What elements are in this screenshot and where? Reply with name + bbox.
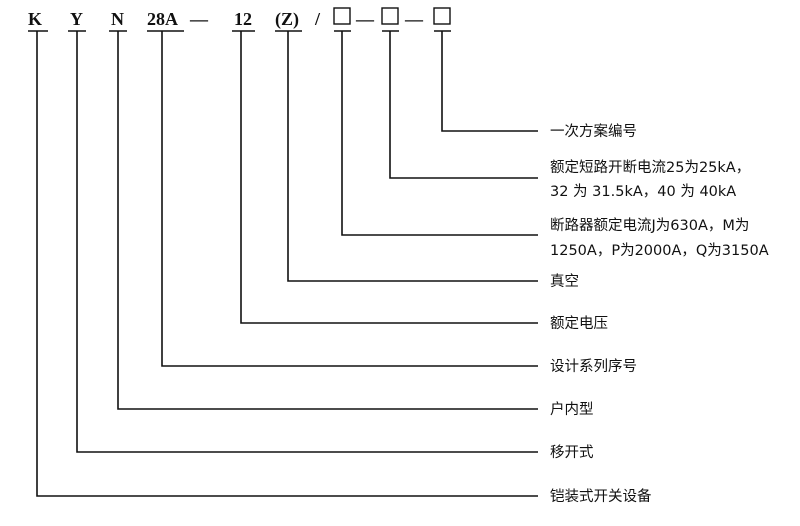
- leader-scheme: [441, 31, 538, 132]
- label-rated-voltage: 额定电压: [550, 315, 608, 332]
- label-design-series-no: 设计系列序号: [550, 358, 637, 375]
- code-dash-1: —: [189, 9, 209, 29]
- label-armored-switchgear: 铠装式开关设备: [550, 488, 652, 505]
- label-vacuum: 真空: [550, 272, 579, 290]
- label-breaker-current-line1: 断路器额定电流J为630A，M为: [550, 217, 749, 234]
- leader-withdrawable: [76, 31, 538, 453]
- code-voltage: 12: [234, 9, 252, 29]
- code-series: 28A: [147, 9, 178, 29]
- leader-indoor: [117, 31, 538, 410]
- breaking-current-box: [381, 7, 399, 25]
- leader-breaking-current: [389, 31, 538, 179]
- label-breaking-current-line2: 32 为 31.5kA，40 为 40kA: [550, 183, 736, 200]
- label-breaker-current-line2: 1250A，P为2000A，Q为3150A: [550, 242, 769, 259]
- label-scheme-number: 一次方案编号: [550, 122, 637, 140]
- label-indoor-type: 户内型: [550, 401, 594, 418]
- leader-switchgear: [36, 31, 538, 497]
- code-letter-k: K: [28, 9, 42, 29]
- leader-design-no: [161, 31, 538, 367]
- code-letter-y: Y: [70, 9, 83, 29]
- scheme-number-box: [433, 7, 451, 25]
- code-letter-n: N: [111, 9, 124, 29]
- leader-vacuum: [287, 31, 538, 282]
- code-dash-3: —: [404, 9, 424, 29]
- breaker-current-box: [333, 7, 351, 25]
- code-dash-2: —: [355, 9, 375, 29]
- label-breaking-current-line1: 额定短路开断电流25为25kA，: [550, 159, 750, 176]
- code-slash: /: [314, 9, 321, 29]
- code-vacuum: (Z): [275, 9, 299, 30]
- leader-rated-voltage: [240, 31, 538, 324]
- leader-breaker-current: [341, 31, 538, 236]
- label-withdrawable-type: 移开式: [550, 444, 594, 461]
